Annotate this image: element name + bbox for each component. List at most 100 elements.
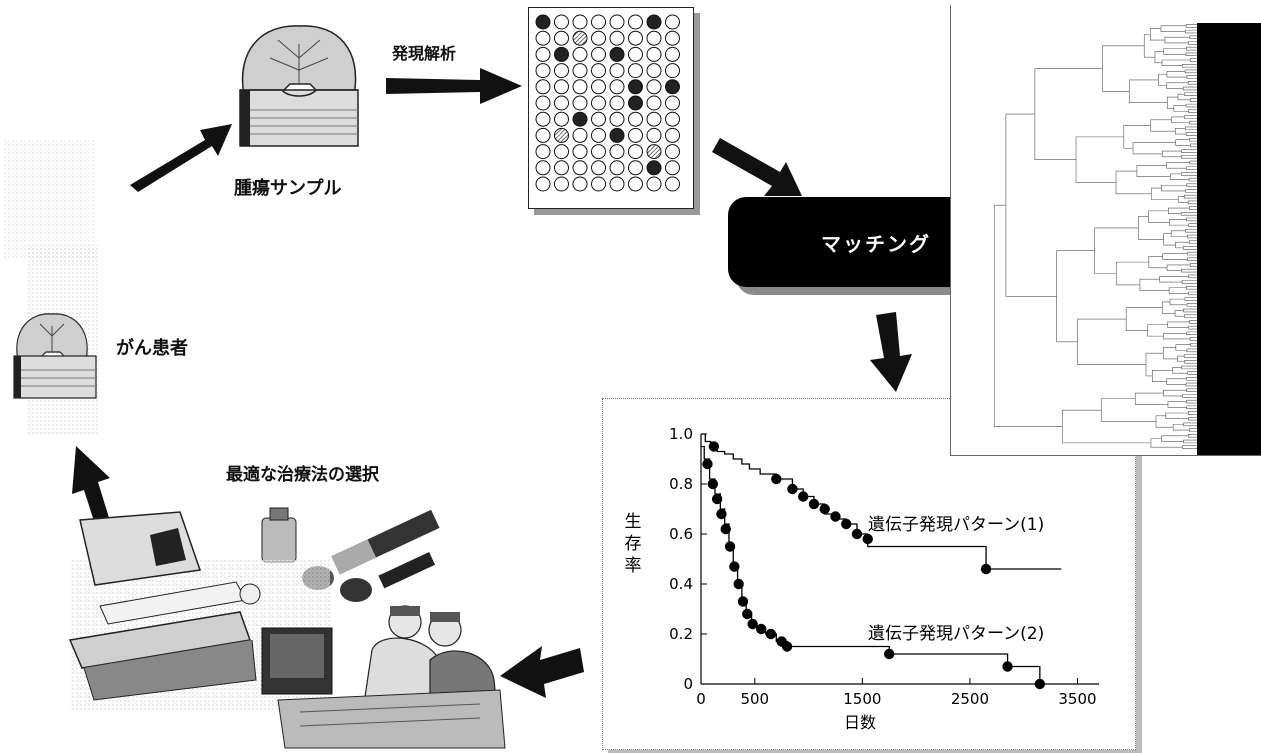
y-tick-label: 0.4 [669,575,693,593]
array-spot [535,144,551,160]
dendrogram-branch [1185,24,1197,28]
array-spot [591,30,606,46]
dendrogram-branch [1187,81,1197,85]
array-spot [609,95,625,111]
y-tick-label: 0 [683,675,693,693]
dendrogram-branch [1183,354,1197,358]
dendrogram-branch [1115,170,1152,195]
array-spot [535,46,551,62]
dendrogram-branch [1180,212,1197,216]
arrow-chart-to-treatment [500,646,584,698]
expression-analysis-label: 発現解析 [392,44,457,63]
series-2-point [742,608,753,620]
array-spot [554,176,569,192]
dendrogram-branch [1163,347,1178,360]
dendrogram-branch [1181,63,1197,68]
array-spot [572,160,588,176]
series-2-point [729,561,740,572]
treatment-illustration [68,507,506,749]
array-spot [628,30,643,46]
dendrogram-branch [1164,36,1190,44]
series-1-point [787,483,798,495]
array-spot [665,127,680,143]
array-spot [665,63,680,79]
array-spot-expressed [572,111,588,127]
dendrogram-branch [1190,342,1197,347]
series-label-2: 遺伝子発現パターン(2) [868,624,1044,644]
array-spot [665,111,680,127]
x-tick-label: 500 [740,690,769,708]
dendrogram-branch [1159,276,1189,283]
series-2-point [707,478,719,490]
dendrogram-branch [1175,128,1187,135]
array-spot [646,79,662,95]
array-spot [591,63,606,79]
dendrogram-branch [1188,291,1197,296]
dendrogram-branch [1181,268,1197,273]
array-spot [646,127,662,143]
dendrogram-branch [1188,137,1197,142]
series-1-point [851,528,863,540]
dendrogram-branch [1034,68,1103,160]
dendrogram-branch [1189,58,1197,62]
dendrogram-branch [1149,28,1165,41]
arrow-treatment-to-patient [72,446,114,540]
dendrogram-branch [1189,240,1197,244]
array-spot [535,160,551,176]
array-spot-partial [646,144,662,160]
dendrogram-branch [1158,73,1167,86]
series-2-point [1034,678,1046,690]
array-spot [628,144,643,160]
dendrogram-branch [1189,320,1197,324]
array-spot [554,160,569,176]
array-spot [609,144,625,160]
array-spot [554,144,569,160]
dendrogram-branch [1167,321,1190,328]
dendrogram-branch [1188,206,1197,210]
array-spot-partial [572,30,588,46]
array-spot [535,127,551,143]
array-spot [646,46,662,62]
array-spot [665,160,680,176]
dendrogram-branch [1160,25,1187,32]
array-spot-expressed [646,160,662,176]
series-1-point [862,533,873,545]
series-2-point [1002,661,1013,672]
dendrogram-branch [1186,166,1197,170]
array-spot [572,14,588,30]
dendrogram-branch [1182,394,1197,398]
series-1-point [771,473,782,485]
array-spot [665,95,680,111]
dendrogram-branch [1183,308,1197,313]
array-spot [591,144,606,160]
array-spot [609,30,625,46]
dendrogram-branch [1188,325,1197,330]
array-spot-partial [554,127,569,143]
array-spot [665,46,680,62]
array-spot [609,176,625,192]
array-spot [591,95,606,111]
series-2-point [711,493,723,505]
series-2-point [756,623,767,635]
dendrogram-graphic [993,23,1261,455]
dendrogram-branch [993,204,1063,427]
x-tick-label: 0 [696,690,706,708]
array-spot-expressed [665,79,680,95]
array-spot-expressed [535,14,551,30]
dendrogram-branch [1188,416,1197,421]
dendrogram-branch [1177,355,1185,363]
dendrogram-branch [1168,287,1189,294]
dendrogram-branch [1189,98,1197,102]
dendrogram-branch [1077,318,1147,365]
dendrogram-branch [1148,256,1168,269]
dendrogram-branch [1187,200,1197,205]
dendrogram-branch [1186,331,1197,336]
dendrogram-branch [1184,314,1197,318]
dendrogram-branch [1161,59,1191,66]
dendrogram-branch [1189,428,1197,432]
array-spot [535,111,551,127]
array-spot [591,46,606,62]
array-spot-expressed [646,14,662,30]
dendrogram-branch [1186,405,1197,410]
